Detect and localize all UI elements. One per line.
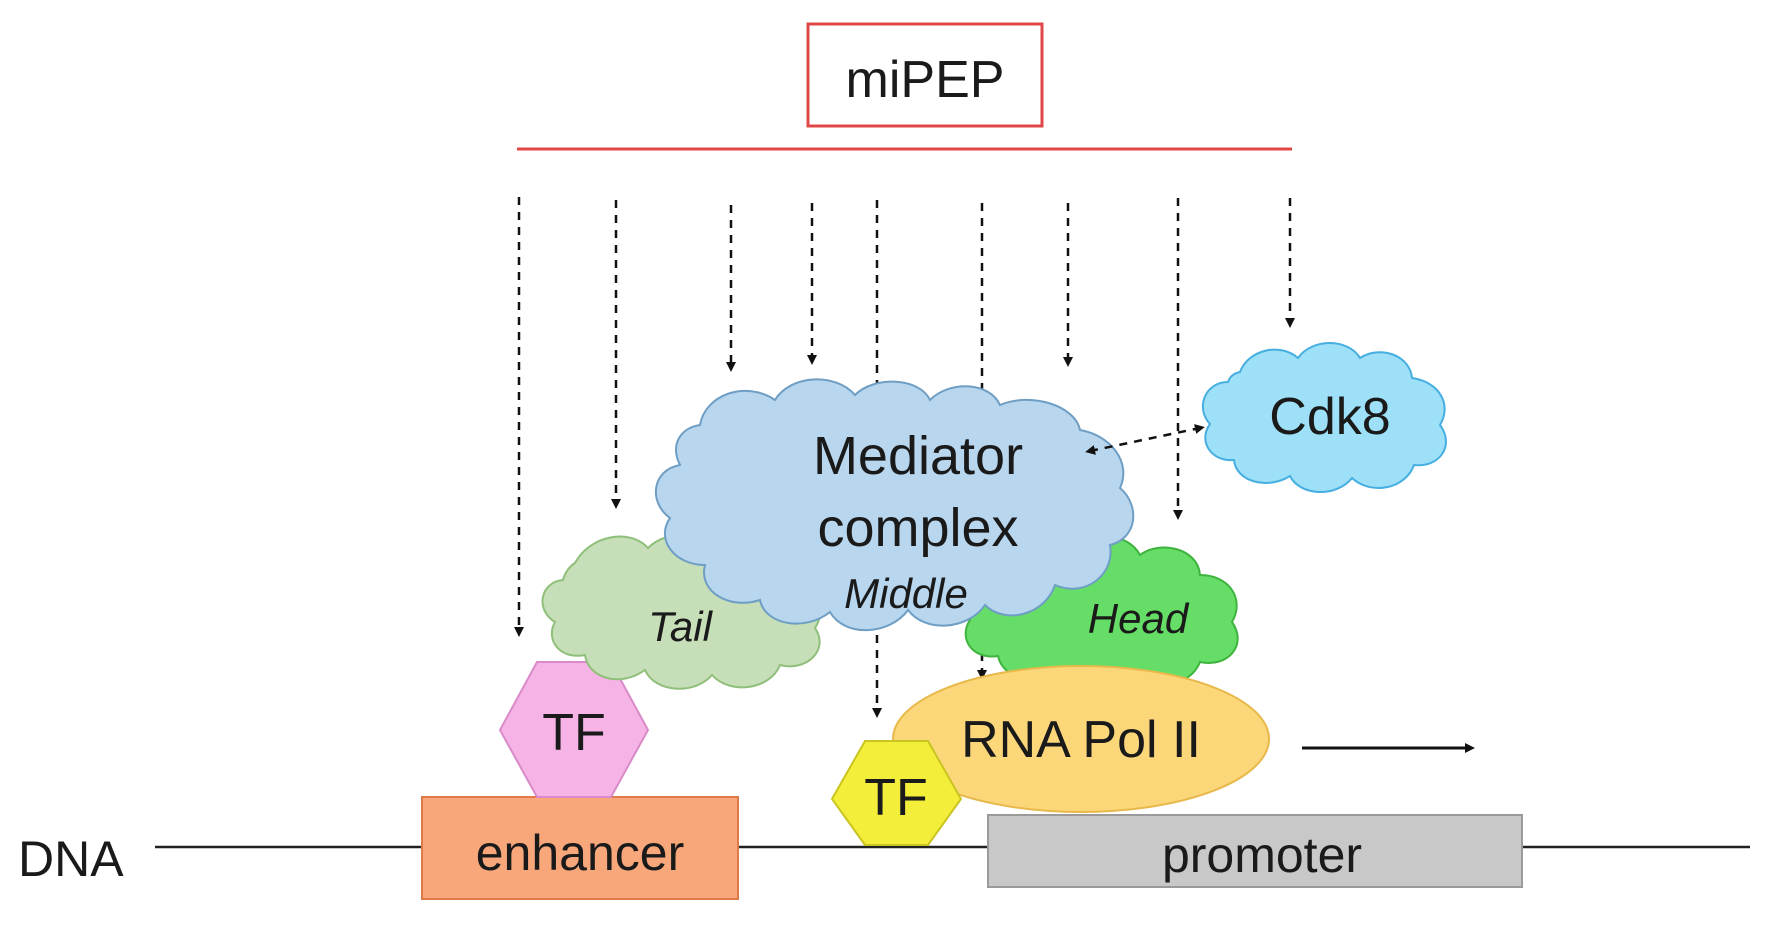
dna-label: DNA [18, 831, 124, 887]
mediator-label-line1: Mediator [813, 426, 1023, 486]
tf-left-label: TF [542, 704, 606, 762]
mediator-label-line2: complex [817, 498, 1018, 558]
cdk8-label: Cdk8 [1269, 388, 1390, 446]
rna-pol-ii: RNA Pol II [892, 665, 1270, 813]
mediator-complex: Mediator complex Middle [654, 378, 1135, 632]
cdk8: Cdk8 [1201, 342, 1447, 493]
tf-right-label: TF [864, 769, 928, 827]
enhancer-label: enhancer [476, 825, 685, 881]
middle-label: Middle [844, 570, 968, 617]
enhancer-region: enhancer [421, 796, 739, 900]
mipep-box: miPEP [806, 22, 1044, 128]
promoter-region: promoter [987, 814, 1523, 888]
tf-left: TF [498, 661, 650, 798]
tf-right: TF [830, 740, 963, 846]
tail-label: Tail [648, 603, 713, 650]
mediator-cdk8-interaction-arrow [1085, 424, 1205, 455]
promoter-label: promoter [1162, 827, 1362, 883]
mipep-label: miPEP [846, 51, 1005, 109]
rna-pol-label: RNA Pol II [961, 711, 1201, 769]
head-label: Head [1088, 595, 1190, 642]
